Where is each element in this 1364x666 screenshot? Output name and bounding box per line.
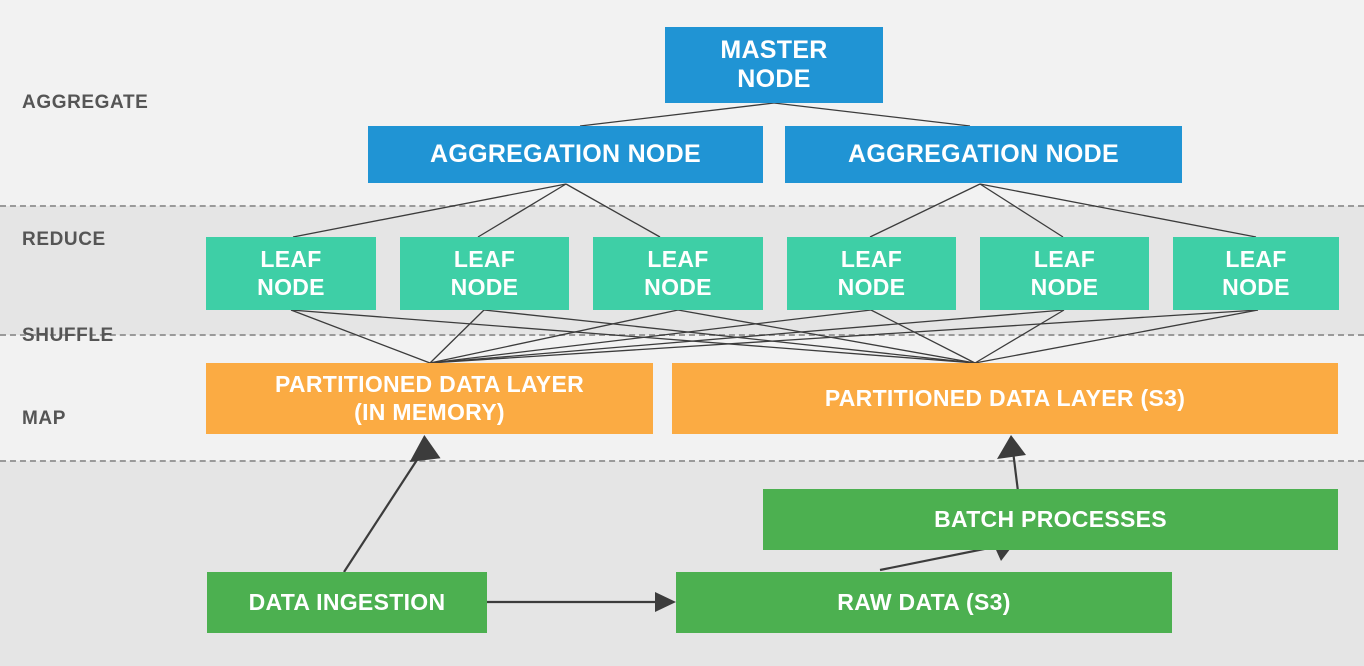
wire-leaf3-layer1 <box>429 309 679 364</box>
arrowhead-layer1 <box>409 435 441 462</box>
wire-leaf2-layer1 <box>429 309 485 364</box>
wire-agg1-leaf3 <box>565 183 661 238</box>
leaf-node-1-line2: NODE <box>257 273 325 300</box>
partitioned-data-layer-memory-line1: PARTITIONED DATA LAYER <box>274 371 584 398</box>
data-ingestion-node[interactable]: DATA INGESTION <box>207 572 487 633</box>
master-node-line1: MASTER <box>720 35 828 64</box>
stage-label-shuffle: SHUFFLE <box>22 325 114 346</box>
wire-leaf5-layer2 <box>974 309 1065 364</box>
wire-master-to-agg2 <box>773 102 971 127</box>
partitioned-data-layer-s3[interactable]: PARTITIONED DATA LAYER (S3) <box>672 363 1338 434</box>
stage-label-map: MAP <box>22 408 67 429</box>
partitioned-data-layer-memory[interactable]: PARTITIONED DATA LAYER (IN MEMORY) <box>206 363 653 434</box>
wire-agg2-leaf6 <box>979 183 1257 238</box>
divider-map-bottom <box>0 460 1364 462</box>
wire-leaf2-layer2 <box>483 309 976 364</box>
partitioned-data-layer-memory-line2: (IN MEMORY) <box>354 398 505 425</box>
wire-leaf1-layer2 <box>290 309 976 364</box>
wire-leaf6-layer1 <box>429 309 1259 364</box>
wire-master-to-agg1 <box>579 102 775 127</box>
wire-ingestion-to-layer1 <box>343 442 429 573</box>
leaf-node-4-line1: LEAF <box>840 246 903 273</box>
leaf-node-6-line2: NODE <box>1222 273 1290 300</box>
leaf-node-2-line2: NODE <box>450 273 519 300</box>
wire-leaf1-layer1 <box>290 309 431 364</box>
wire-leaf6-layer2 <box>974 309 1259 364</box>
stage-label-aggregate: AGGREGATE <box>22 92 149 113</box>
divider-reduce <box>0 205 1364 207</box>
arrowhead-rawdata <box>655 592 676 612</box>
wire-leaf3-layer2 <box>677 309 976 364</box>
leaf-node-5-line1: LEAF <box>1033 246 1096 273</box>
leaf-node-2-line1: LEAF <box>453 246 516 273</box>
leaf-node-5-line2: NODE <box>1030 273 1099 300</box>
wire-leaf4-layer2 <box>870 309 976 364</box>
leaf-node-1-line1: LEAF <box>260 246 322 273</box>
wire-agg1-leaf1 <box>292 183 567 238</box>
aggregation-node-1[interactable]: AGGREGATION NODE <box>368 126 763 183</box>
leaf-node-6-line1: LEAF <box>1225 246 1287 273</box>
wire-agg2-leaf4 <box>869 183 981 238</box>
wire-leaf5-layer1 <box>429 309 1065 364</box>
stage-label-reduce: REDUCE <box>22 229 106 250</box>
wire-agg1-leaf2 <box>477 183 567 238</box>
leaf-node-4-line2: NODE <box>837 273 906 300</box>
wire-leaf4-layer1 <box>429 309 872 364</box>
raw-data-node[interactable]: RAW DATA (S3) <box>676 572 1172 633</box>
leaf-node-3-line2: NODE <box>644 273 712 300</box>
aggregation-node-2[interactable]: AGGREGATION NODE <box>785 126 1182 183</box>
arrowhead-layer2 <box>997 435 1026 459</box>
master-node[interactable]: MASTER NODE <box>665 27 883 103</box>
wire-agg2-leaf5 <box>979 183 1064 238</box>
leaf-node-3-line1: LEAF <box>647 246 709 273</box>
master-node-line2: NODE <box>737 65 811 93</box>
batch-processes-node[interactable]: BATCH PROCESSES <box>763 489 1338 550</box>
divider-shuffle <box>0 334 1364 336</box>
